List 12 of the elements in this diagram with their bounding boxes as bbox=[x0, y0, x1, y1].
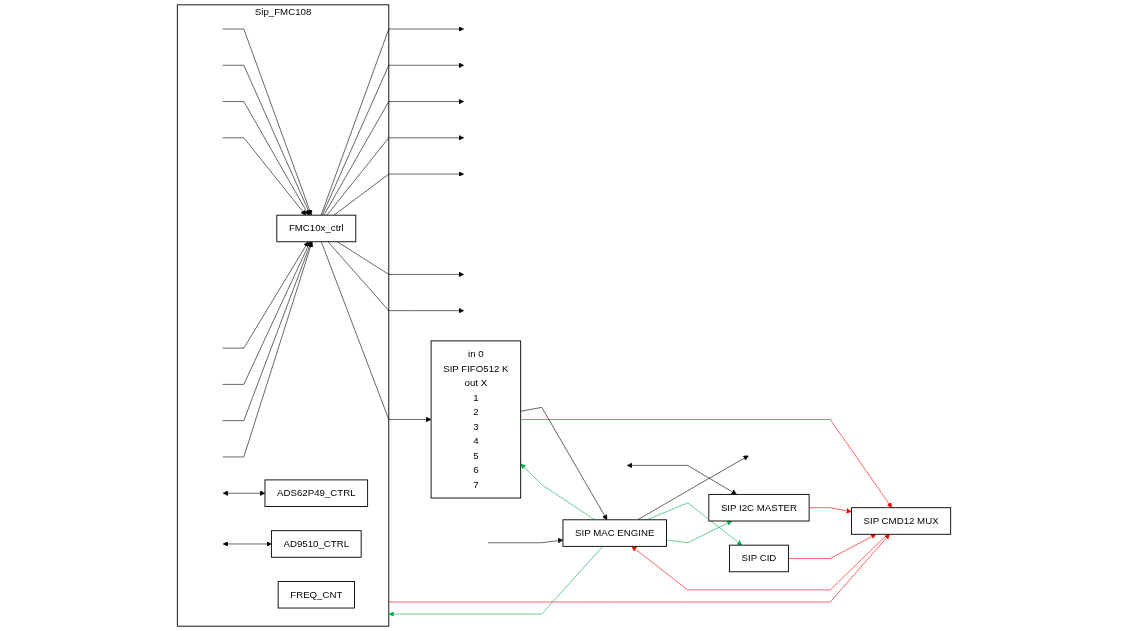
arrow bbox=[626, 462, 737, 495]
process-box: in 0 SIP FIFO512 K out X 1 2 3 4 5 6 7 bbox=[430, 340, 522, 499]
process-box: SIP I2C MASTER bbox=[708, 493, 810, 522]
process-box: FREQ_CNT bbox=[277, 581, 355, 609]
process-box: ADS62P49_CTRL bbox=[264, 479, 369, 507]
process-box: AD9510_CTRL bbox=[270, 530, 362, 558]
arrow bbox=[222, 541, 272, 547]
process-box: SIP MAC ENGINE bbox=[562, 519, 667, 547]
arrow bbox=[222, 490, 266, 496]
process-box: FMC10x_ctrl bbox=[276, 214, 357, 243]
process-box: SIP CID bbox=[729, 544, 789, 573]
process-box: SIP CMD12 MUX bbox=[850, 507, 952, 535]
